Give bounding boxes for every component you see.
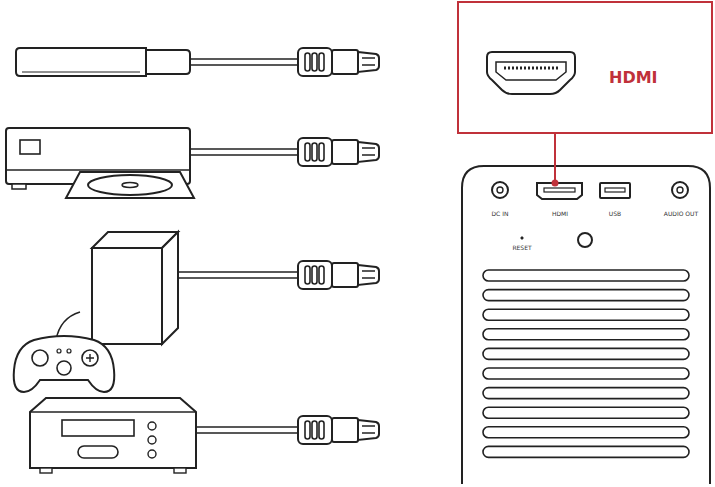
hdmi-plug xyxy=(298,138,379,166)
port-label: USB xyxy=(609,210,621,217)
streaming-stick xyxy=(16,48,190,76)
port-label: RESET xyxy=(512,244,531,251)
vent-slot xyxy=(483,388,689,399)
vent-slot xyxy=(483,368,689,379)
vent-slot xyxy=(483,427,689,438)
hdmi-port-icon xyxy=(487,52,575,94)
dvd-player xyxy=(6,128,194,198)
hdmi-cable xyxy=(190,149,298,155)
vent-slot xyxy=(483,407,689,418)
set-top-box xyxy=(30,398,196,473)
vent-slot xyxy=(483,309,689,320)
port-label: HDMI xyxy=(552,210,568,217)
vent-slot xyxy=(483,446,689,457)
vent-slot xyxy=(483,270,689,281)
game-controller xyxy=(14,336,115,392)
vent-slot xyxy=(483,329,689,340)
callout-box: HDMI xyxy=(457,1,713,134)
vent-slot xyxy=(483,348,689,359)
port-label: AUDIO OUT xyxy=(664,210,698,217)
hdmi-plug xyxy=(298,261,379,289)
hdmi-cable xyxy=(56,272,298,340)
vent-slots xyxy=(483,270,689,457)
hdmi-cable xyxy=(196,427,298,433)
hdmi-cable xyxy=(190,59,298,65)
port-label: DC IN xyxy=(492,210,509,217)
hdmi-plug xyxy=(298,416,379,444)
projector-back-panel xyxy=(462,166,710,484)
port-name: HDMI xyxy=(609,69,658,87)
game-console xyxy=(92,232,178,344)
vent-slot xyxy=(483,290,689,301)
hdmi-plug xyxy=(298,48,379,76)
callout-leader xyxy=(553,134,558,186)
